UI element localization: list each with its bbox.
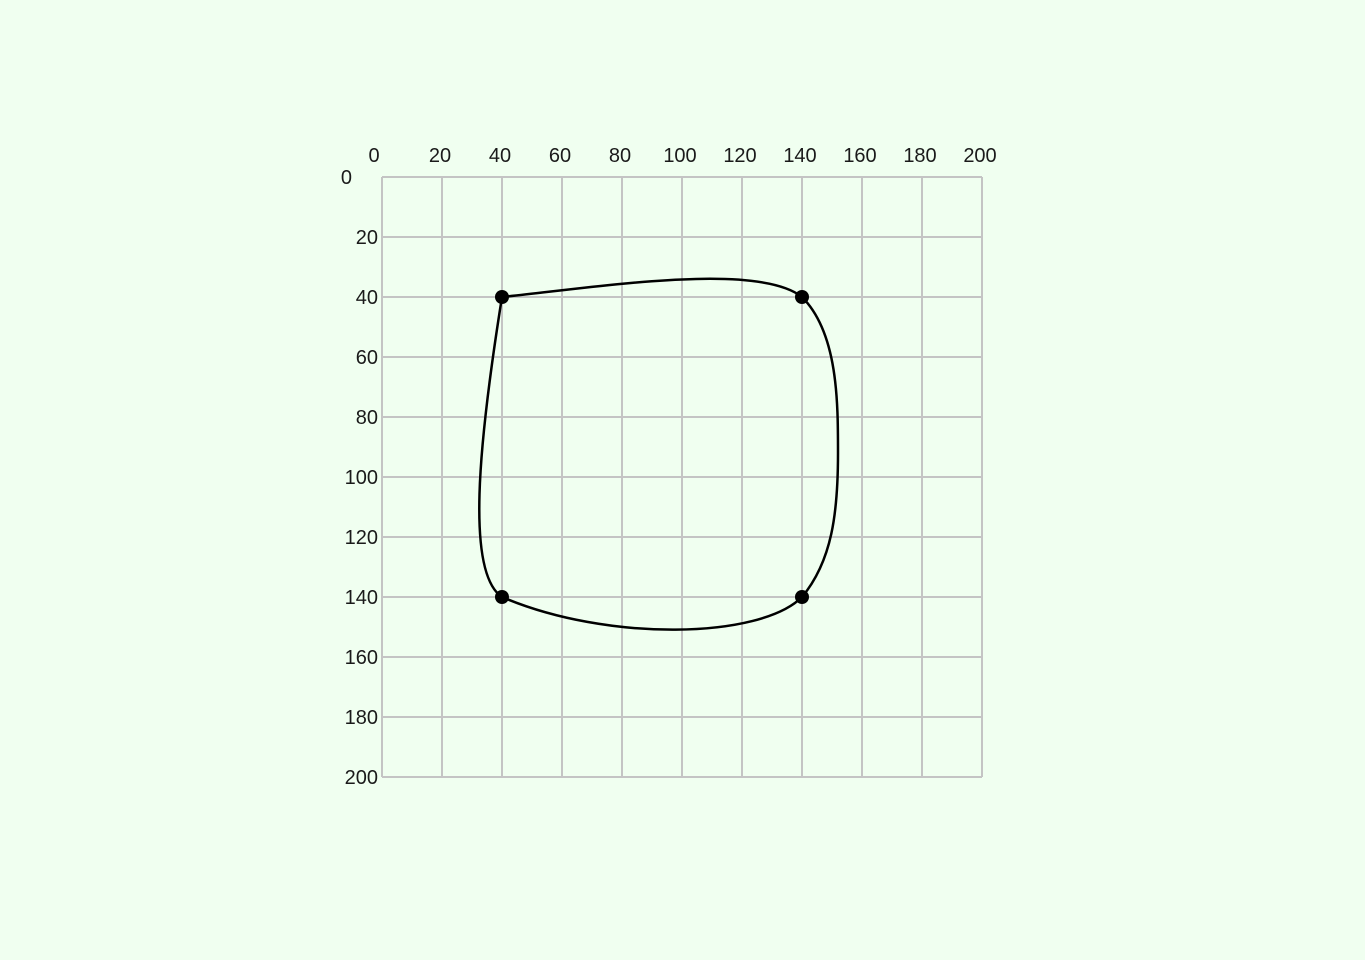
control-point[interactable]: [795, 290, 809, 304]
y-tick-label: 200: [345, 767, 378, 789]
x-tick-label: 40: [489, 145, 511, 167]
y-tick-label: 40: [356, 287, 378, 309]
y-tick-label: 60: [356, 347, 378, 369]
x-tick-label: 180: [903, 145, 936, 167]
points-layer: [495, 290, 809, 604]
curve-layer: [478, 277, 840, 631]
y-tick-label: 0: [341, 167, 352, 189]
x-tick-label: 120: [723, 145, 756, 167]
x-tick-label: 20: [429, 145, 451, 167]
y-tick-label: 160: [345, 647, 378, 669]
control-point[interactable]: [495, 590, 509, 604]
y-tick-label: 100: [345, 467, 378, 489]
x-tick-label: 140: [783, 145, 816, 167]
grid: [381, 176, 983, 778]
y-axis-ticks: 0 20 40 60 80 100 120 140 160 180 200: [341, 167, 378, 789]
y-tick-label: 120: [345, 527, 378, 549]
x-tick-label: 0: [368, 145, 379, 167]
x-tick-label: 80: [609, 145, 631, 167]
y-tick-label: 80: [356, 407, 378, 429]
x-axis-ticks: 0 20 40 60 80 100 120 140 160 180 200: [368, 145, 996, 167]
closed-curve: [478, 277, 840, 631]
y-tick-label: 20: [356, 227, 378, 249]
y-tick-label: 180: [345, 707, 378, 729]
x-tick-label: 60: [549, 145, 571, 167]
control-point[interactable]: [795, 590, 809, 604]
y-tick-label: 140: [345, 587, 378, 609]
control-point[interactable]: [495, 290, 509, 304]
x-tick-label: 160: [843, 145, 876, 167]
x-tick-label: 200: [963, 145, 996, 167]
x-tick-label: 100: [663, 145, 696, 167]
